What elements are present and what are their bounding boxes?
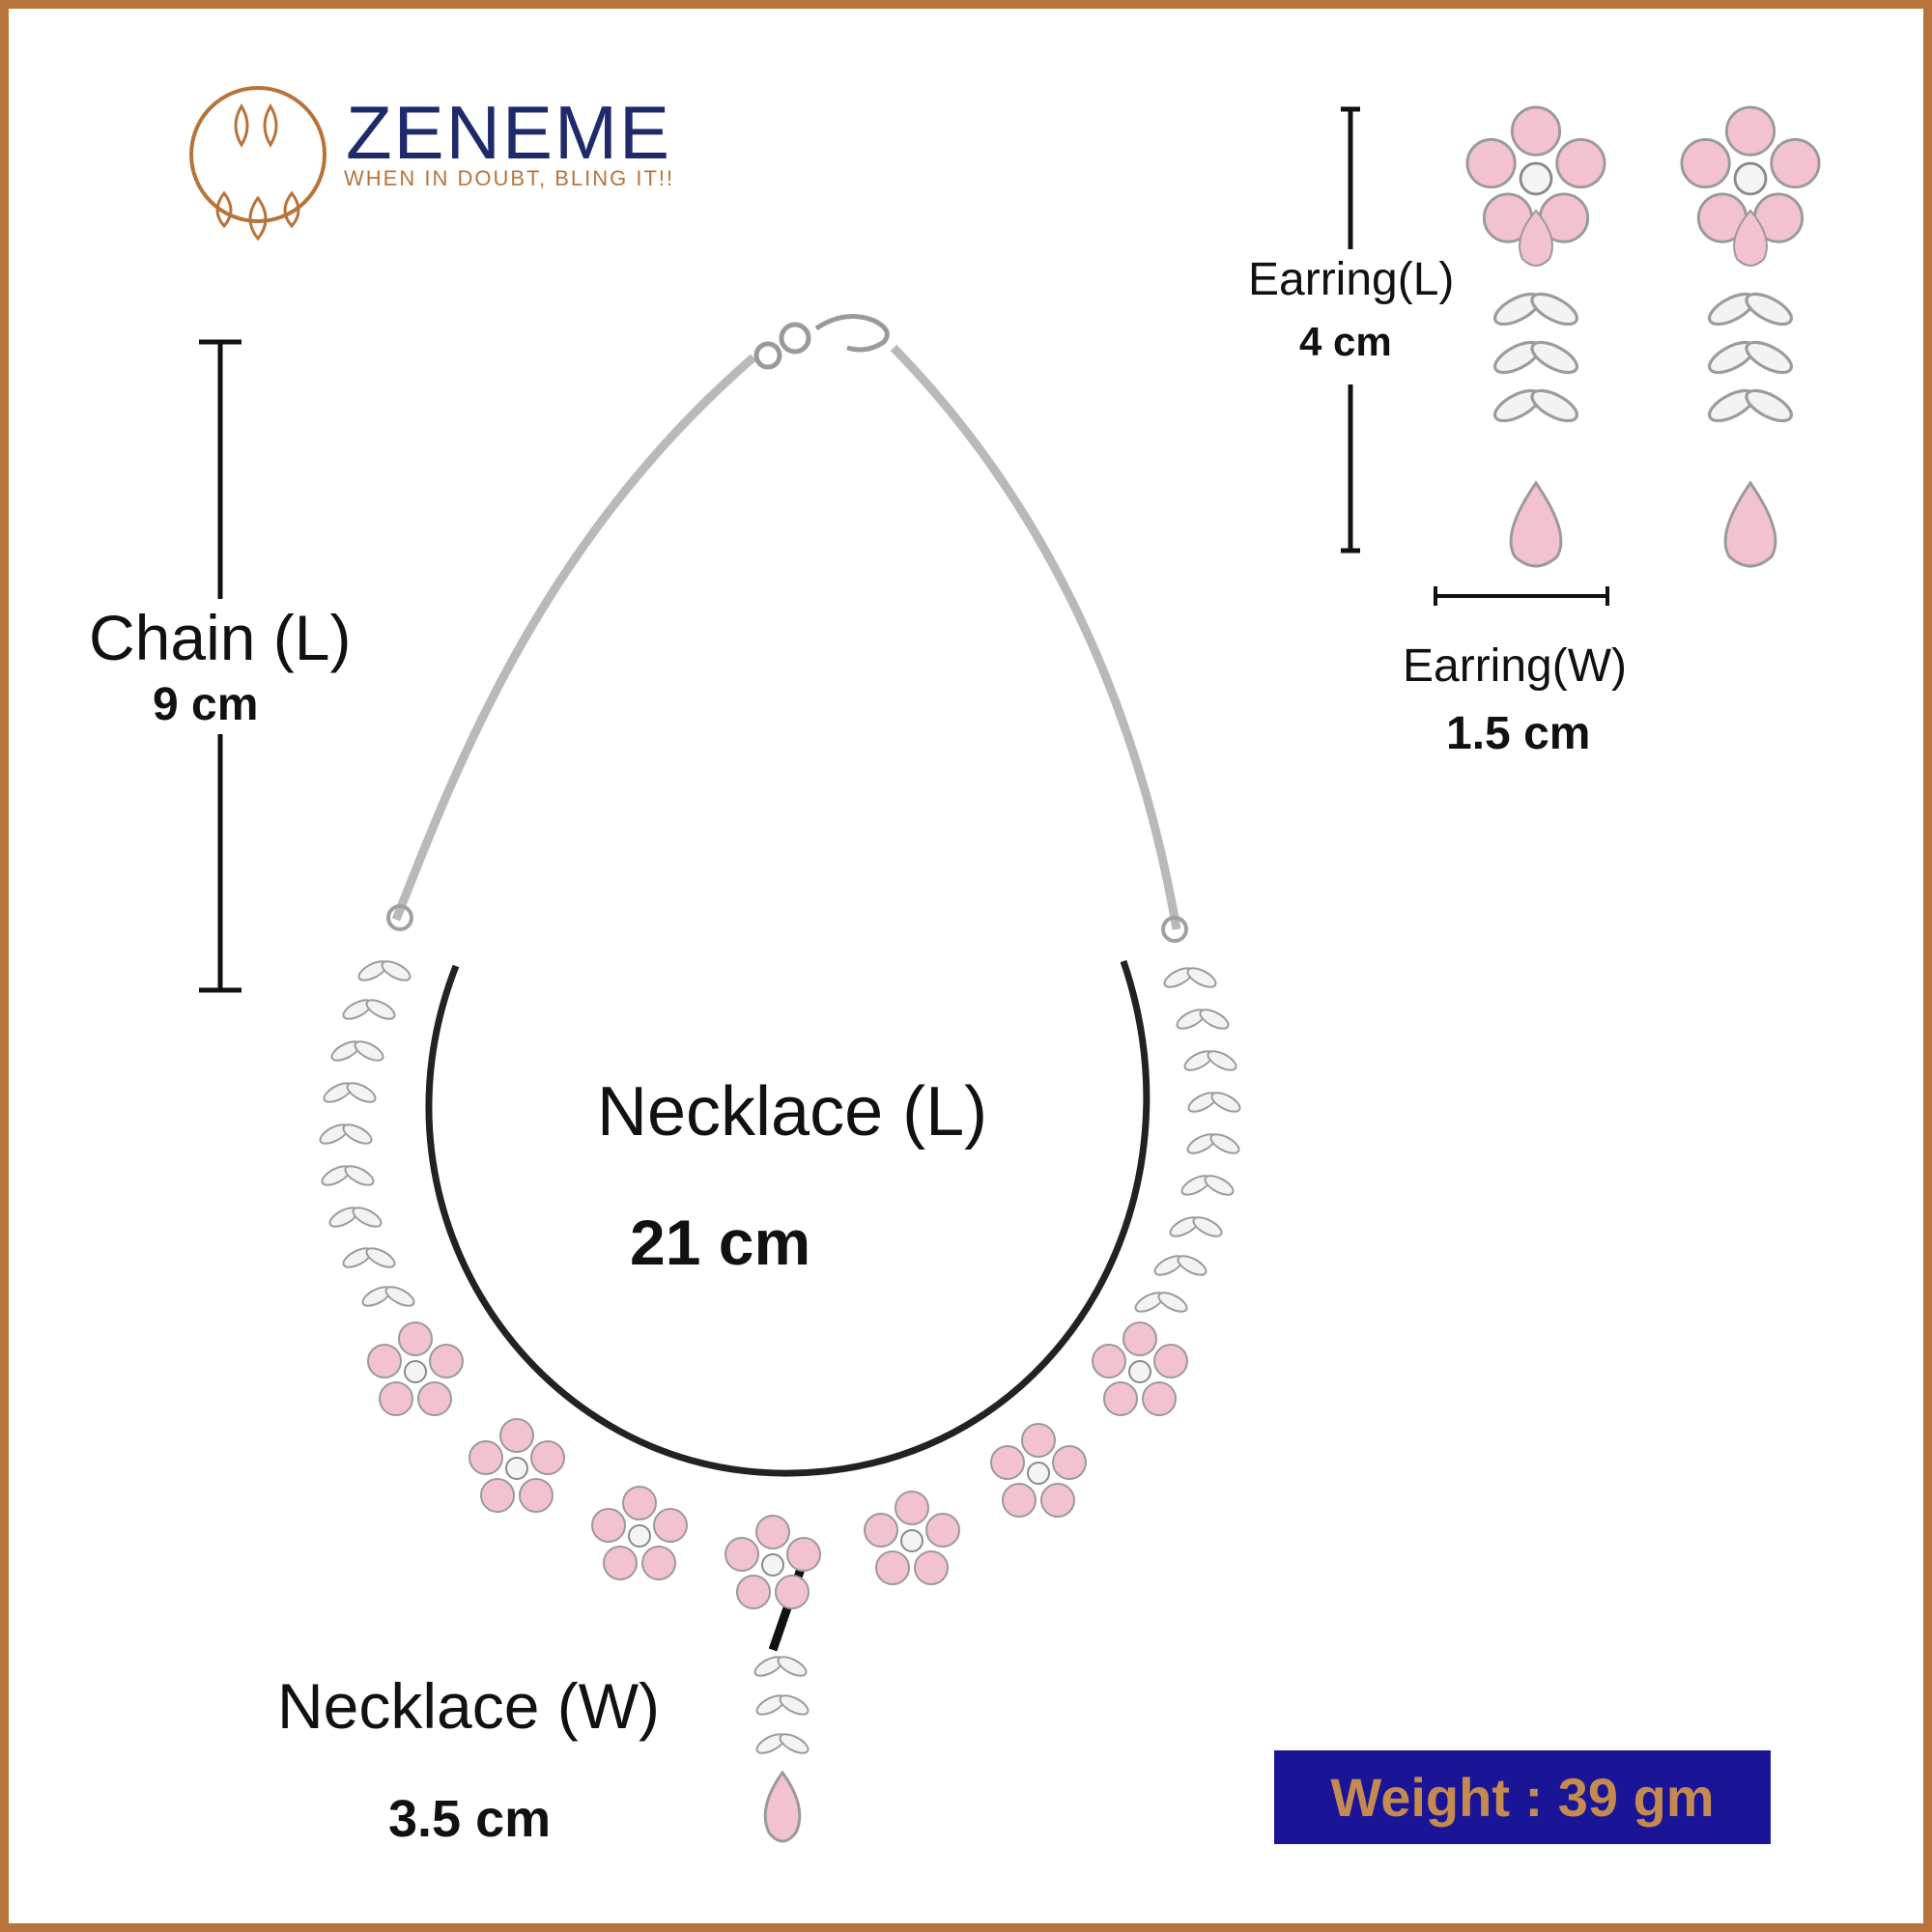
weight-badge: Weight : 39 gm	[1274, 1750, 1771, 1844]
necklace-right-leaf-strand	[1131, 963, 1244, 1317]
earring-right	[1680, 105, 1821, 568]
earring-left	[1465, 105, 1606, 568]
brand-logo-icon	[189, 86, 327, 242]
brand-name: ZENEME	[346, 90, 672, 175]
necklace-length-label: Necklace (L)	[597, 1073, 988, 1151]
earring-width-label: Earring(W)	[1403, 640, 1628, 692]
earring-width-value: 1.5 cm	[1446, 708, 1591, 759]
earring-width-bracket	[1434, 586, 1609, 606]
necklace-chain	[391, 344, 1181, 930]
necklace-pendant	[751, 1652, 812, 1843]
necklace-length-arc	[425, 959, 1151, 1477]
earring-length-label: Earring(L)	[1248, 254, 1455, 305]
chain-length-label: Chain (L)	[89, 602, 352, 673]
necklace-width-value: 3.5 cm	[388, 1790, 552, 1848]
weight-text: Weight : 39 gm	[1330, 1767, 1715, 1828]
earring-length-bracket	[1341, 106, 1360, 554]
necklace-flower-cluster	[367, 1321, 1188, 1609]
necklace-width-label: Necklace (W)	[277, 1670, 661, 1742]
earring-length-value: 4 cm	[1299, 319, 1392, 364]
necklace-left-leaf-strand	[316, 956, 418, 1311]
necklace-length-value: 21 cm	[630, 1207, 811, 1278]
chain-length-bracket	[199, 339, 242, 993]
necklace-clasp	[753, 314, 890, 370]
chain-length-value: 9 cm	[153, 679, 259, 730]
brand-tagline: WHEN IN DOUBT, BLING IT!!	[344, 166, 675, 190]
